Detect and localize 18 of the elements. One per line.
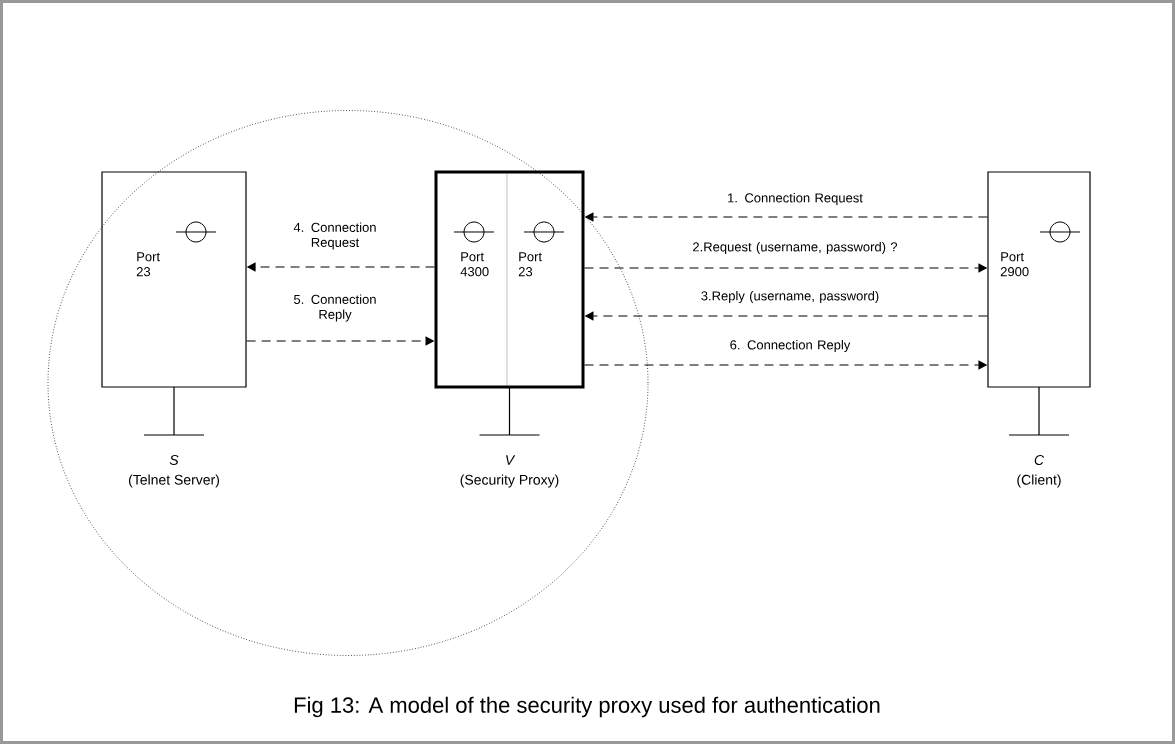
port-label: Port 2900 — [1000, 252, 1029, 277]
port-label: Port 23 — [518, 252, 542, 277]
edge-label: 1. Connection Request — [728, 192, 863, 206]
host-label: S — [169, 455, 179, 465]
caption: Fig 13: A model of the security proxy used for authentication — [294, 696, 880, 718]
host-label: C — [1034, 455, 1045, 465]
edge-label: 4. Connection Request — [293, 222, 376, 250]
host-label: V — [506, 455, 516, 465]
edge-label: 3.Reply (username, password) — [701, 290, 879, 304]
host-label: (Security Proxy) — [460, 474, 559, 488]
host-label: (Client) — [1017, 474, 1061, 488]
edge-label: 5. Connection Reply — [293, 294, 376, 322]
edge-label: 6. Connection Reply — [730, 339, 851, 353]
port-label: Port 4300 — [460, 252, 489, 277]
domain-circle — [47, 110, 649, 656]
host-label: (Telnet Server) — [128, 474, 219, 488]
edge-label: 2.Request (username, password) ? — [693, 241, 898, 255]
port-label: Port 23 — [136, 252, 160, 277]
